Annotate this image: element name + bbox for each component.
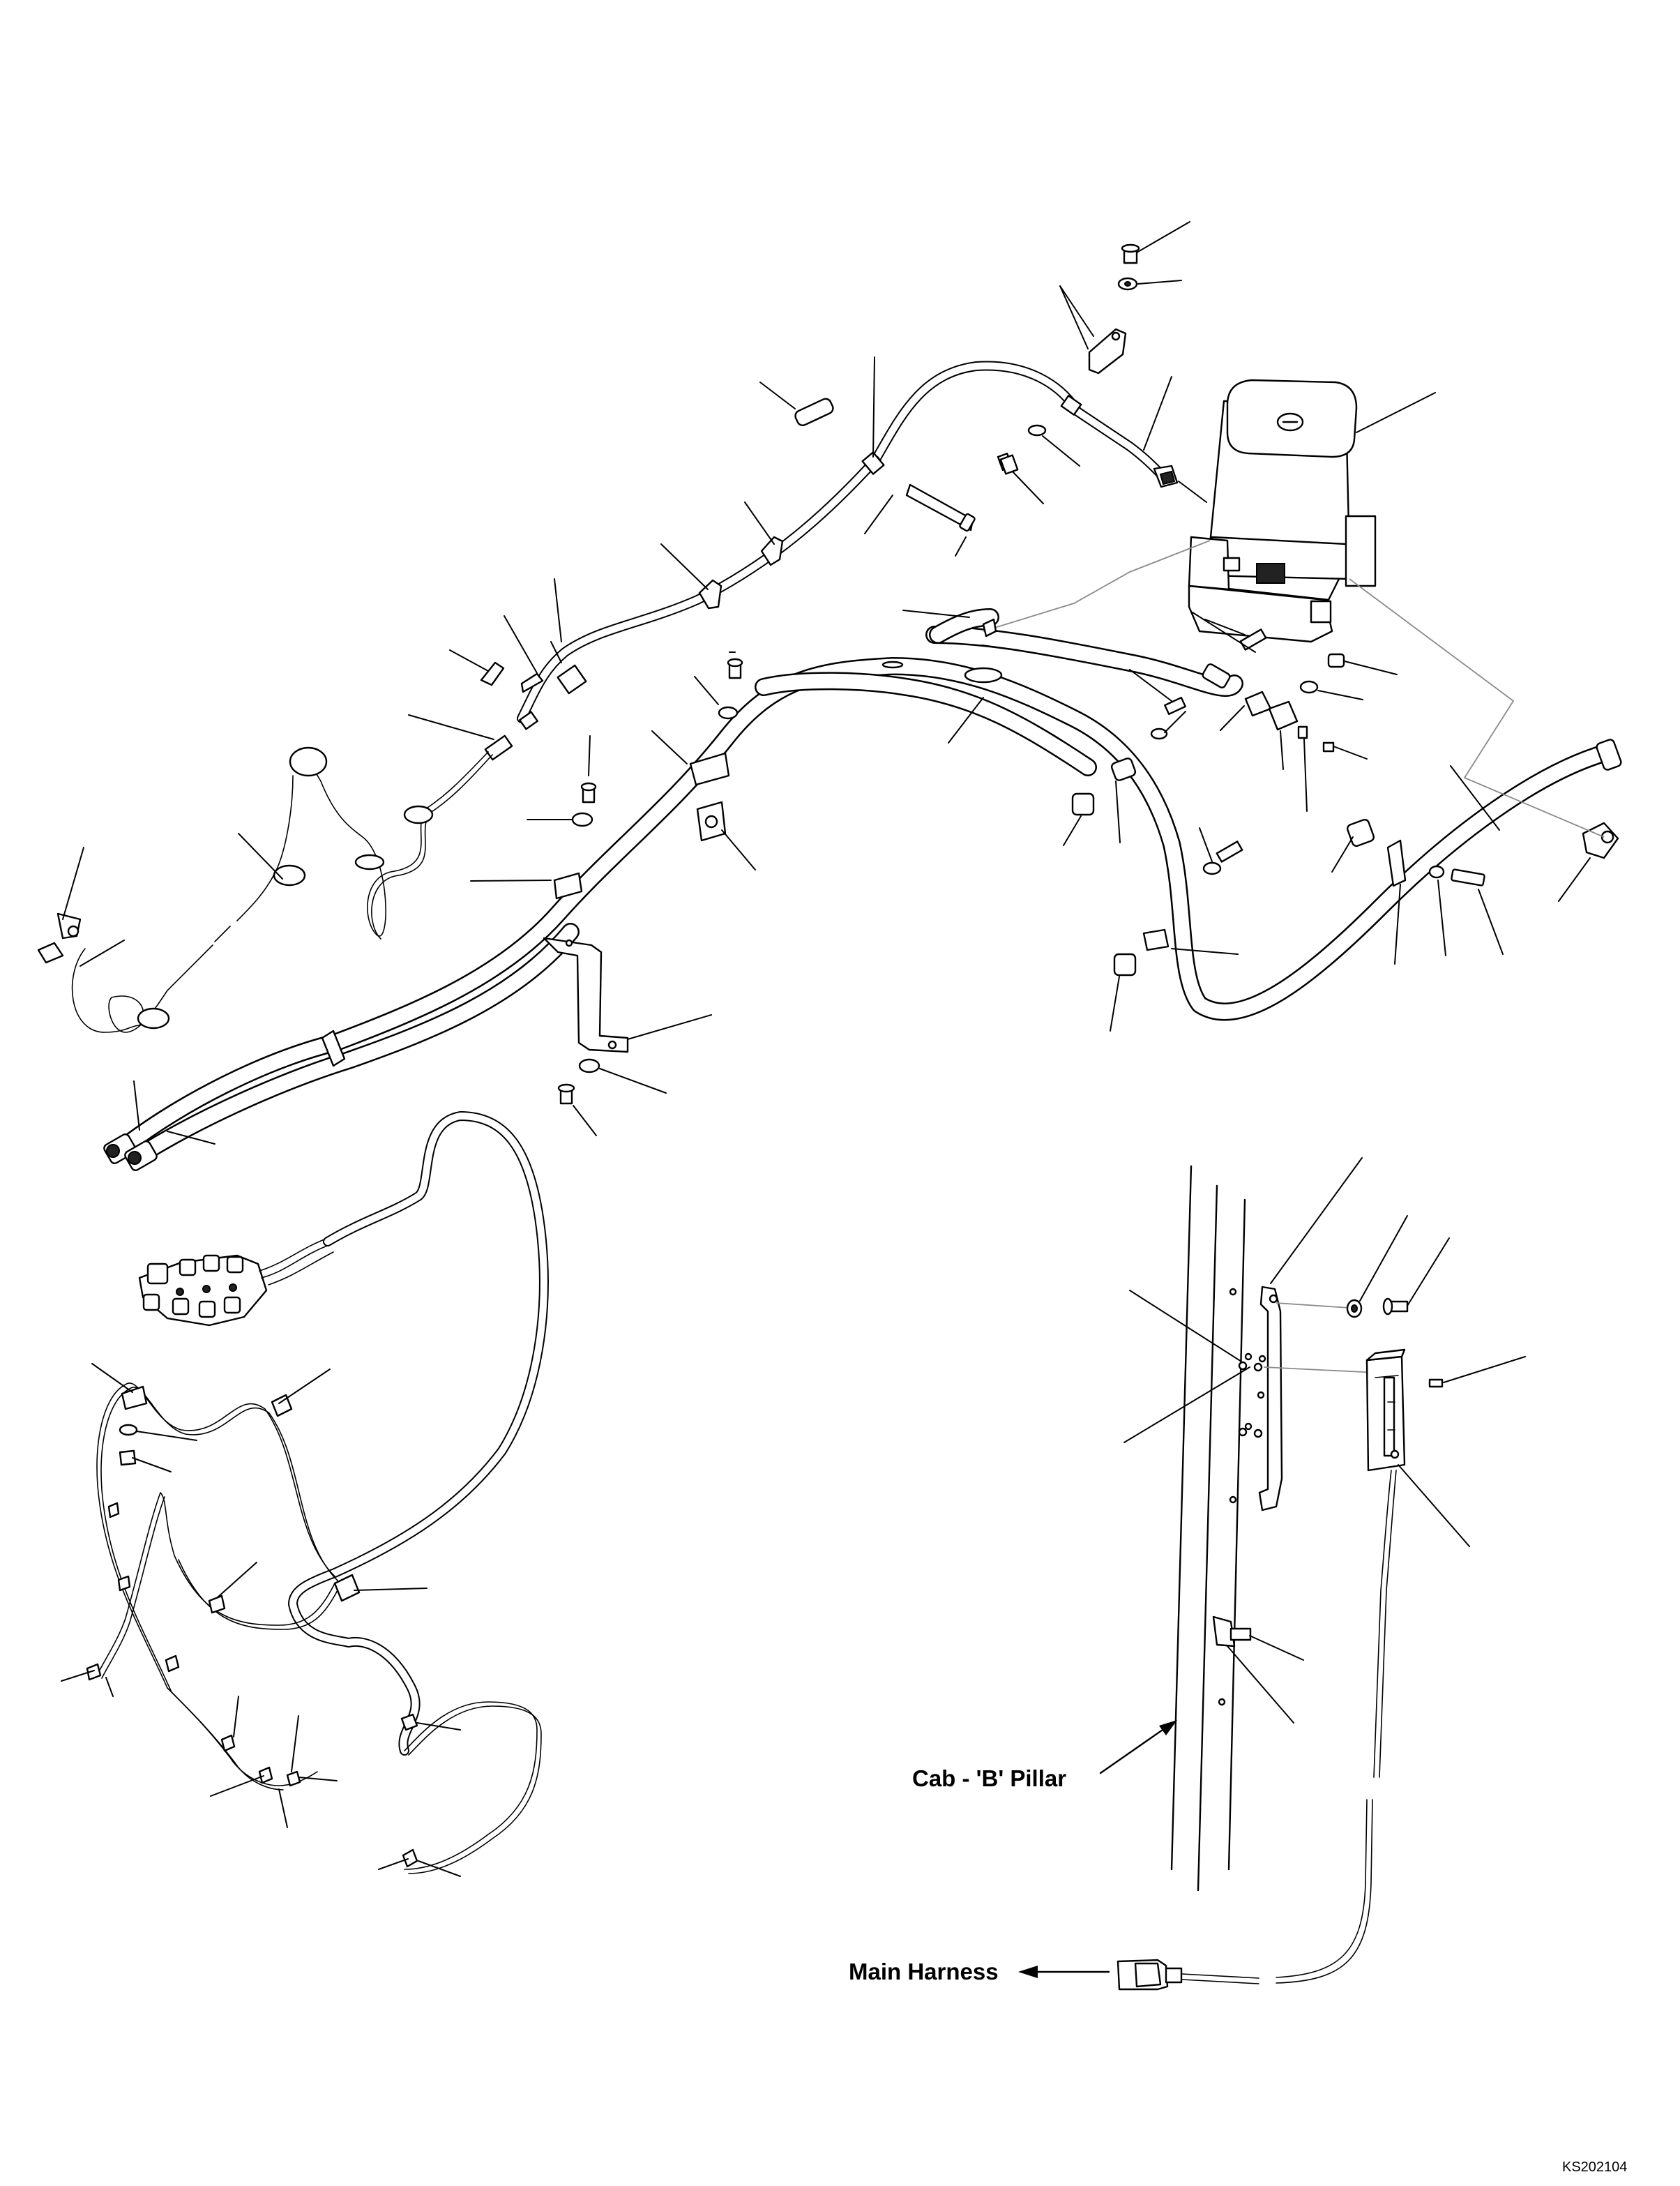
drawing-code: KS202104 xyxy=(1562,2159,1627,2175)
cab-b-pillar-label: Cab - 'B' Pillar xyxy=(912,1765,1066,1791)
left-terminal-wire xyxy=(37,847,213,1033)
sensor-loop-wire xyxy=(214,746,493,942)
lower-left-harness xyxy=(61,1111,549,1877)
upper-wire-harness xyxy=(870,361,1207,504)
main-grease-hose xyxy=(103,540,1622,1171)
upper-left-harness xyxy=(408,356,1019,761)
top-bracket-group xyxy=(1059,221,1190,375)
main-harness-label: Main Harness xyxy=(849,1959,999,1984)
grease-manifold-block xyxy=(138,1237,334,1327)
upper-lube-assembly xyxy=(37,221,1622,1171)
lube-pump-unit xyxy=(1188,379,1377,643)
cab-b-pillar-assembly xyxy=(1018,1157,1526,1991)
